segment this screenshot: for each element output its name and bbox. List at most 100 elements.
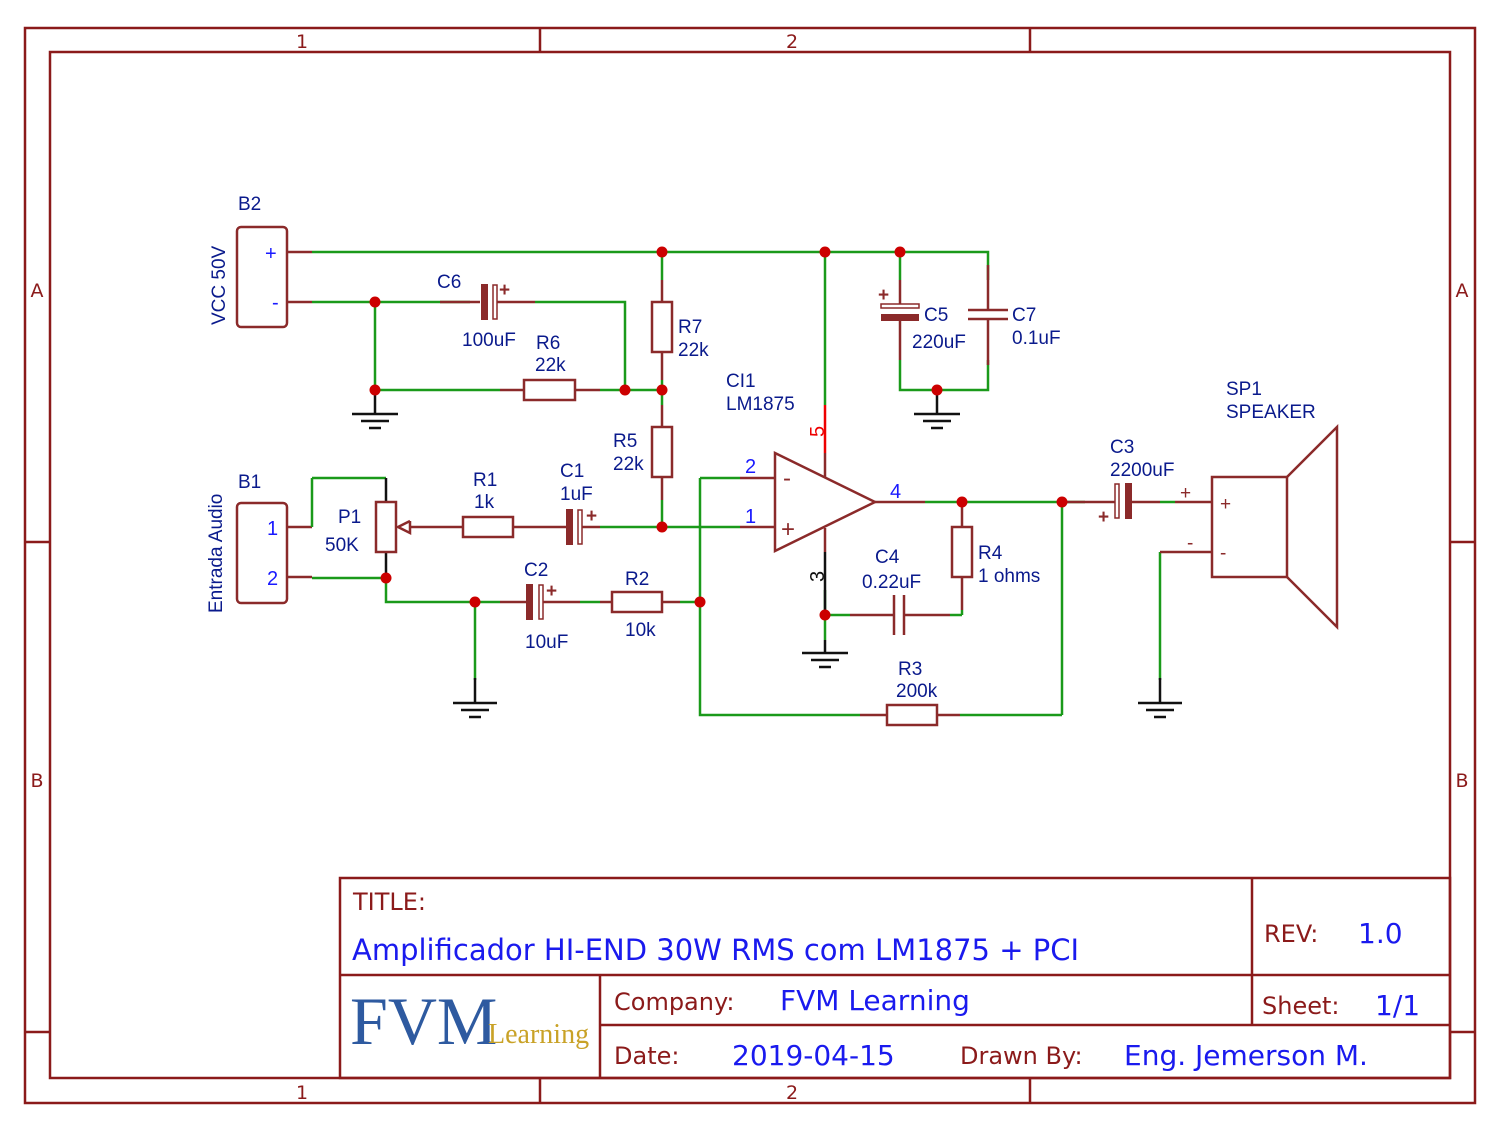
junction-dots <box>369 246 1068 621</box>
date-value: 2019-04-15 <box>732 1039 895 1072</box>
drawn-by-label: Drawn By: <box>960 1042 1083 1070</box>
connector-b2[interactable]: B2 VCC 50V + - <box>209 194 312 329</box>
c2-value: 10uF <box>525 632 568 653</box>
c2-polarity: + <box>546 581 557 602</box>
resistor-r5[interactable]: R5 22k <box>613 405 674 500</box>
company-label: Company: <box>614 988 735 1016</box>
zone-row-a-left: A <box>31 280 44 302</box>
connector-b1[interactable]: B1 Entrada Audio 1 2 <box>206 472 314 613</box>
zone-row-b-left: B <box>30 770 43 792</box>
b2-pin-minus: - <box>272 292 279 314</box>
resistor-r6[interactable]: R6 22k <box>500 333 600 402</box>
potentiometer-p1[interactable]: P1 50K <box>325 478 440 578</box>
zone-col-1-top: 1 <box>296 31 308 53</box>
c5-value: 220uF <box>912 332 966 353</box>
c4-ref: C4 <box>875 547 900 568</box>
ic-ref: CI1 <box>726 371 756 392</box>
c7-value: 0.1uF <box>1012 328 1061 349</box>
c6-ref: C6 <box>437 272 461 293</box>
resistor-r1[interactable]: R1 1k <box>440 470 540 539</box>
logo-learning: Learning <box>488 1019 589 1050</box>
c3-ref: C3 <box>1110 437 1134 458</box>
sp1-pin-minus: - <box>1220 543 1226 564</box>
r5-value: 22k <box>613 454 644 475</box>
c5-ref: C5 <box>924 305 948 326</box>
c7-ref: C7 <box>1012 305 1036 326</box>
resistor-r4[interactable]: R4 1 ohms <box>950 502 1040 610</box>
ic-value: LM1875 <box>726 394 795 415</box>
ic-inv-symbol: - <box>783 465 791 492</box>
capacitor-c1[interactable]: + C1 1uF <box>540 461 600 545</box>
r1-value: 1k <box>474 492 495 513</box>
p1-ref: P1 <box>338 507 361 528</box>
b2-pin-plus: + <box>265 243 277 265</box>
ic-pin-2: 2 <box>745 456 756 478</box>
sheet-title: Amplificador HI-END 30W RMS com LM1875 +… <box>352 933 1079 967</box>
b1-ref: B1 <box>238 472 261 493</box>
r4-value: 1 ohms <box>978 566 1040 587</box>
b2-value: VCC 50V <box>209 245 230 325</box>
ic-lm1875[interactable]: - + 2 1 4 5 3 CI1 LM1875 <box>726 371 925 615</box>
date-label: Date: <box>614 1042 679 1070</box>
ic-pin-3: 3 <box>807 571 829 582</box>
sheet-value: 1/1 <box>1375 989 1420 1022</box>
ground-icon <box>914 390 960 430</box>
c6-value: 100uF <box>462 330 516 351</box>
drawn-by-value: Eng. Jemerson M. <box>1124 1039 1368 1072</box>
sp1-wire-minus: - <box>1187 533 1193 554</box>
title-label: TITLE: <box>352 888 426 916</box>
sp1-value: SPEAKER <box>1226 402 1316 423</box>
company-logo: FVM Learning <box>350 983 589 1059</box>
sheet-label: Sheet: <box>1262 992 1339 1020</box>
c6-polarity: + <box>499 280 510 301</box>
c3-polarity: + <box>1098 507 1109 528</box>
sp1-pin-plus: + <box>1220 494 1231 515</box>
ground-icon <box>802 640 848 669</box>
zone-row-a-right: A <box>1456 280 1469 302</box>
r2-ref: R2 <box>625 569 649 590</box>
capacitor-c6[interactable]: + C6 100uF <box>437 272 535 351</box>
logo-fvm: FVM <box>350 983 497 1059</box>
p1-value: 50K <box>325 535 359 556</box>
resistor-r7[interactable]: R7 22k <box>650 280 709 380</box>
r3-value: 200k <box>896 681 938 702</box>
title-block: TITLE: Amplificador HI-END 30W RMS com L… <box>338 876 1452 1080</box>
capacitor-c7[interactable]: C7 0.1uF <box>968 265 1061 365</box>
r7-value: 22k <box>678 340 709 361</box>
zone-col-2-bottom: 2 <box>786 1082 798 1104</box>
b1-pin-2: 2 <box>267 568 278 590</box>
ic-pin-1: 1 <box>745 506 756 528</box>
c1-ref: C1 <box>560 461 584 482</box>
capacitor-c2[interactable]: + C2 10uF <box>500 560 600 653</box>
resistor-r2[interactable]: R2 10k <box>600 569 680 641</box>
r6-ref: R6 <box>536 333 560 354</box>
ic-noninv-symbol: + <box>781 516 795 543</box>
ground-icon <box>1138 678 1182 719</box>
b1-pin-1: 1 <box>267 518 278 540</box>
b2-ref: B2 <box>238 194 261 215</box>
capacitor-c3[interactable]: + C3 2200uF <box>1062 437 1212 528</box>
b1-value: Entrada Audio <box>206 494 227 613</box>
capacitor-c5[interactable]: + C5 220uF <box>878 280 966 360</box>
r6-value: 22k <box>535 355 566 376</box>
zone-col-1-bottom: 1 <box>296 1082 308 1104</box>
c5-polarity: + <box>878 285 889 306</box>
ground-icon <box>352 390 398 430</box>
resistor-r3[interactable]: R3 200k <box>860 659 960 727</box>
c3-value: 2200uF <box>1110 460 1174 481</box>
r5-ref: R5 <box>613 431 637 452</box>
speaker-sp1[interactable]: + - + - SP1 SPEAKER <box>1160 379 1339 631</box>
sp1-wire-plus: + <box>1180 483 1191 504</box>
c2-ref: C2 <box>524 560 548 581</box>
capacitor-c4[interactable]: C4 0.22uF <box>850 547 962 635</box>
ground-icon <box>453 678 497 719</box>
r7-ref: R7 <box>678 317 702 338</box>
c1-value: 1uF <box>560 484 593 505</box>
r1-ref: R1 <box>473 470 497 491</box>
rev-label: REV: <box>1264 920 1318 948</box>
r4-ref: R4 <box>978 543 1003 564</box>
zone-col-2-top: 2 <box>786 31 798 53</box>
zone-row-b-right: B <box>1455 770 1468 792</box>
ic-pin-5: 5 <box>807 426 829 437</box>
